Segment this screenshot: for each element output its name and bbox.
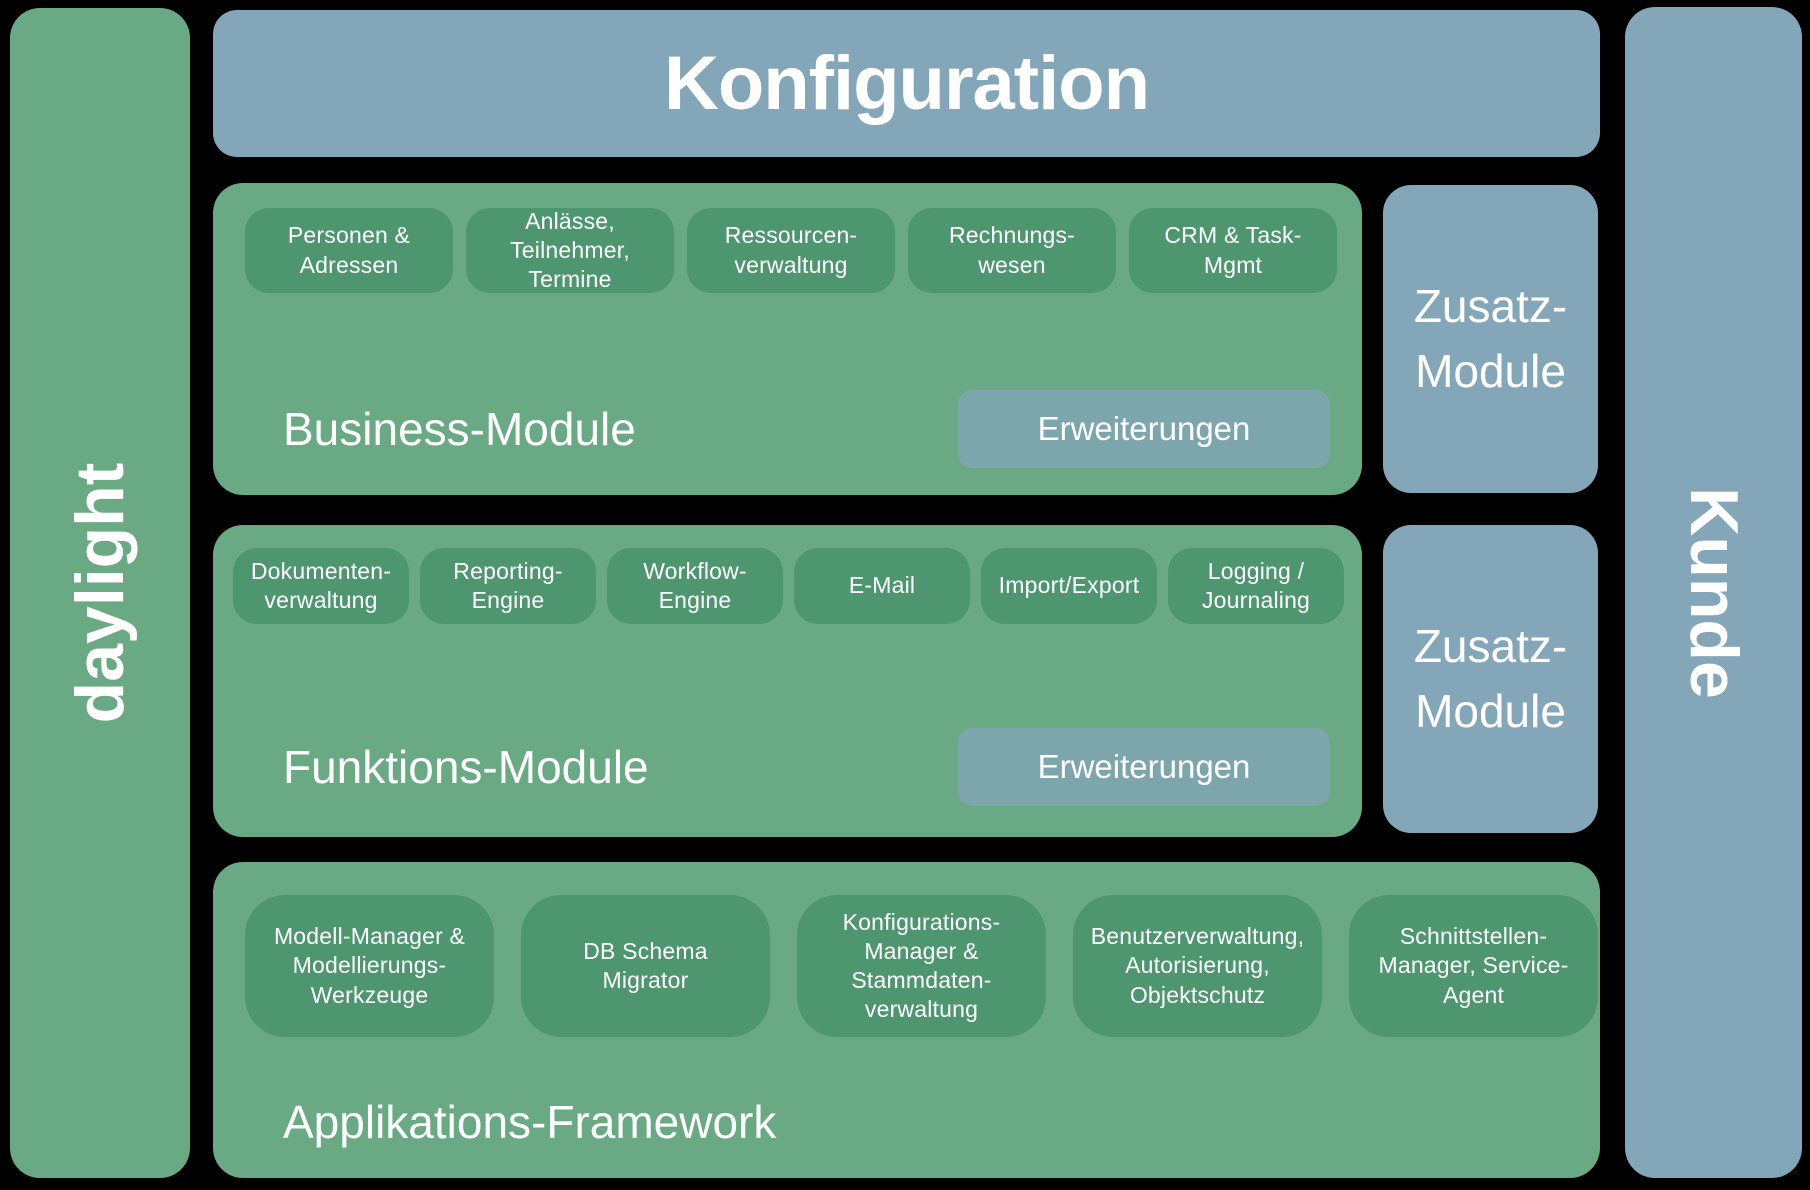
module-dokumentenverwaltung: Dokumenten- verwaltung: [233, 548, 409, 624]
daylight-sidebar: daylight: [10, 8, 190, 1178]
module-rechnungswesen: Rechnungs- wesen: [908, 208, 1116, 293]
module-konfigurations-manager: Konfigurations- Manager & Stammdaten- ve…: [797, 895, 1046, 1037]
module-ressourcenverwaltung: Ressourcen- verwaltung: [687, 208, 895, 293]
kunde-label: Kunde: [1675, 486, 1752, 699]
module-reporting-engine: Reporting- Engine: [420, 548, 596, 624]
konfiguration-label: Konfiguration: [663, 41, 1150, 126]
module-benutzerverwaltung: Benutzerverwaltung, Autorisierung, Objek…: [1073, 895, 1322, 1037]
zusatz-module-box-2: Zusatz- Module: [1383, 525, 1598, 833]
business-module-title: Business-Module: [283, 403, 636, 455]
module-db-schema-migrator: DB Schema Migrator: [521, 895, 770, 1037]
module-crm-task-mgmt: CRM & Task- Mgmt: [1129, 208, 1337, 293]
applikations-framework-panel: Modell-Manager & Modellierungs- Werkzeug…: [213, 862, 1600, 1178]
konfiguration-header: Konfiguration: [213, 10, 1600, 157]
business-erweiterungen-box: Erweiterungen: [958, 390, 1330, 468]
module-anlaesse-teilnehmer-termine: Anlässe, Teilnehmer, Termine: [466, 208, 674, 293]
daylight-label: daylight: [62, 462, 138, 724]
funktions-erweiterungen-box: Erweiterungen: [958, 728, 1330, 806]
module-personen-adressen: Personen & Adressen: [245, 208, 453, 293]
module-workflow-engine: Workflow- Engine: [607, 548, 783, 624]
funktions-module-panel: Dokumenten- verwaltung Reporting- Engine…: [213, 525, 1362, 837]
module-modell-manager: Modell-Manager & Modellierungs- Werkzeug…: [245, 895, 494, 1037]
funktions-module-row: Dokumenten- verwaltung Reporting- Engine…: [233, 548, 1344, 624]
funktions-module-title: Funktions-Module: [283, 741, 649, 793]
module-schnittstellen-manager: Schnittstellen- Manager, Service- Agent: [1349, 895, 1598, 1037]
module-email: E-Mail: [794, 548, 970, 624]
framework-module-row: Modell-Manager & Modellierungs- Werkzeug…: [245, 895, 1598, 1037]
applikations-framework-title: Applikations-Framework: [283, 1096, 777, 1148]
module-import-export: Import/Export: [981, 548, 1157, 624]
kunde-sidebar: Kunde: [1625, 7, 1802, 1178]
business-module-panel: Personen & Adressen Anlässe, Teilnehmer,…: [213, 183, 1362, 495]
module-logging-journaling: Logging / Journaling: [1168, 548, 1344, 624]
business-module-row: Personen & Adressen Anlässe, Teilnehmer,…: [245, 208, 1337, 293]
zusatz-module-box-1: Zusatz- Module: [1383, 185, 1598, 493]
